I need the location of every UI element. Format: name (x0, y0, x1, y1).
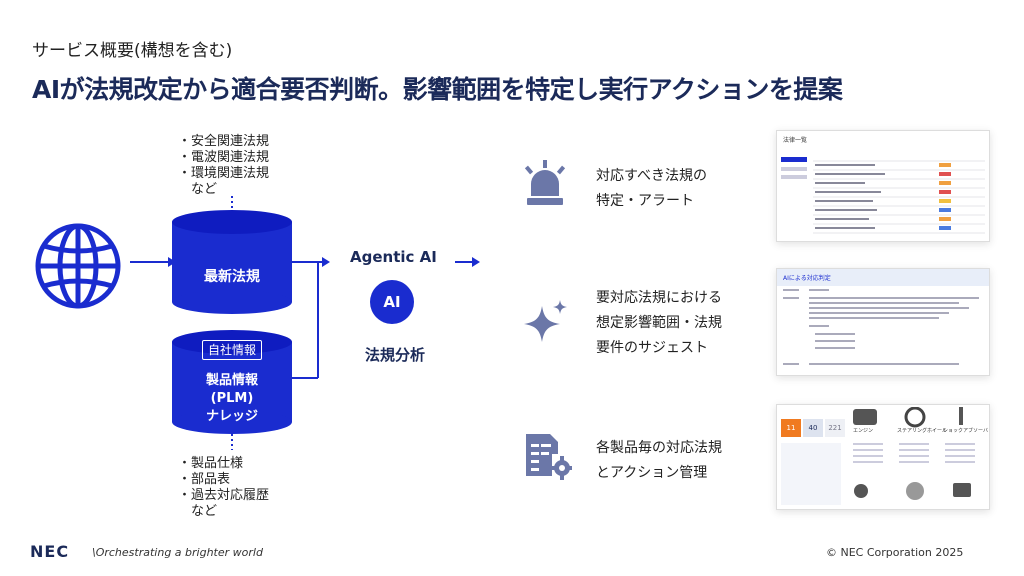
list-item: ・製品仕様 (178, 456, 244, 471)
slide-title: AIが法規改定から適合要否判断。影響範囲を特定し実行アクションを提案 (32, 75, 843, 104)
list-item: など (178, 504, 218, 519)
product-data-list: ・製品仕様 ・部品表 ・過去対応履歴 など (178, 456, 269, 520)
feature-line: 特定・アラート (596, 193, 694, 209)
feature-line: とアクション管理 (596, 465, 708, 481)
list-item: ・安全関連法規 (178, 134, 270, 149)
product-info-db: 自社情報 製品情報 (PLM) ナレッジ (172, 330, 292, 434)
product-name: ショックアブソーバ (943, 428, 988, 434)
analysis-label: 法規分析 (365, 346, 426, 364)
nec-logo: NEC (30, 542, 70, 561)
product-name: エンジン (853, 428, 874, 434)
db-label-line: ナレッジ (205, 409, 258, 424)
list-item: など (178, 182, 218, 197)
product-name: ステアリングホイール (897, 428, 948, 434)
thumb-title: AIによる対応判定 (777, 269, 989, 286)
thumb-title: 法律一覧 (783, 137, 808, 144)
feature-line: 要件のサジェスト (596, 340, 708, 356)
ai-judgment-screenshot: AIによる対応判定 (776, 268, 990, 376)
globe-icon (35, 223, 121, 309)
slide-subtitle: サービス概要(構想を含む) (32, 41, 233, 61)
feature-line: 想定影響範囲・法規 (596, 315, 722, 331)
ai-icon: AI (370, 280, 414, 324)
list-item: ・環境関連法規 (178, 166, 270, 181)
regulation-type-list: ・安全関連法規 ・電波関連法規 ・環境関連法規 など (178, 134, 269, 198)
feature-line: 対応すべき法規の (596, 168, 708, 184)
list-item: ・部品表 (178, 472, 231, 487)
tagline: \Orchestrating a brighter world (92, 546, 263, 559)
latest-regulations-db: 最新法規 (172, 210, 292, 314)
internal-info-badge: 自社情報 (202, 340, 262, 360)
kpi-value: 40 (803, 419, 823, 437)
feature-line: 各製品毎の対応法規 (596, 440, 722, 456)
feature-alert-text: 対応すべき法規の 特定・アラート (596, 164, 707, 214)
copyright: © NEC Corporation 2025 (826, 546, 964, 559)
list-item: ・過去対応履歴 (178, 488, 270, 503)
kpi-value: 11 (781, 419, 801, 437)
feature-line: 要対応法規における (596, 290, 722, 306)
agentic-ai-label: Agentic AI (350, 248, 437, 266)
document-gear-icon (526, 434, 572, 480)
list-item: ・電波関連法規 (178, 150, 270, 165)
alert-light-icon (524, 160, 566, 205)
db-label-line: (PLM) (210, 391, 254, 406)
sparkle-icon (524, 300, 567, 342)
feature-manage-text: 各製品毎の対応法規 とアクション管理 (596, 436, 722, 486)
regulation-list-screenshot: 法律一覧 (776, 130, 990, 242)
db-label-line: 製品情報 (205, 373, 258, 388)
feature-suggest-text: 要対応法規における 想定影響範囲・法規 要件のサジェスト (596, 286, 722, 361)
db-label: 最新法規 (204, 269, 260, 285)
kpi-value: 221 (825, 419, 845, 437)
product-dashboard-screenshot: 11 40 221 エンジン ステアリングホイール ショックアブソーバ (776, 404, 990, 510)
